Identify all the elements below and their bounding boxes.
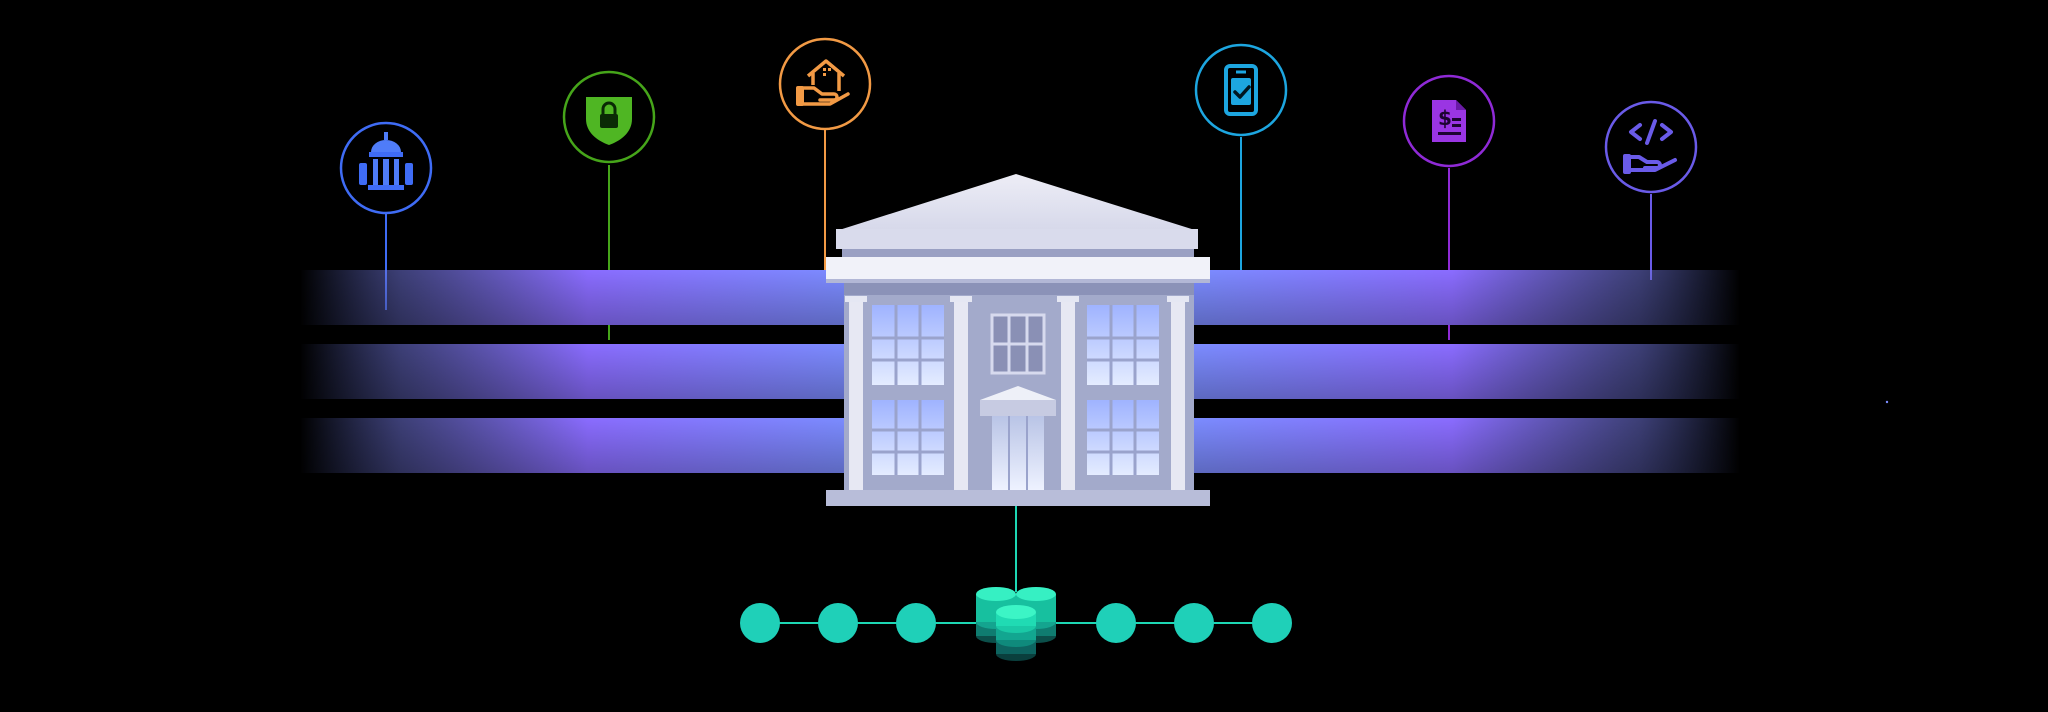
column (954, 302, 968, 492)
entrance-door (992, 416, 1044, 490)
network-node (896, 603, 936, 643)
column (1061, 302, 1075, 492)
window (1087, 400, 1159, 475)
bank-building (826, 174, 1210, 506)
network-node (1096, 603, 1136, 643)
home-in-hand-icon (778, 37, 872, 131)
building-entablature (826, 257, 1210, 281)
mobile-check-icon (1194, 43, 1288, 137)
network-node (818, 603, 858, 643)
security-shield-lock-icon (562, 70, 656, 164)
svg-text:$: $ (1438, 106, 1452, 130)
building-entrance (980, 386, 1056, 490)
window (872, 305, 944, 385)
code-in-hand-icon (1604, 100, 1698, 194)
network-node (740, 603, 780, 643)
government-building-icon (339, 121, 433, 215)
window (1087, 305, 1159, 385)
network-node (1252, 603, 1292, 643)
service-icons: $ (339, 37, 1698, 215)
network-node (1174, 603, 1214, 643)
database-stack-icon (976, 587, 1056, 661)
building-windows (872, 305, 1159, 475)
decorative-dot (1885, 400, 1889, 404)
window (872, 400, 944, 475)
building-roof (836, 174, 1198, 231)
invoice-dollar-icon: $ (1402, 74, 1496, 168)
column (1171, 302, 1185, 492)
column (849, 302, 863, 492)
building-columns (845, 296, 1189, 492)
building-base (826, 490, 1210, 506)
data-network (740, 506, 1292, 661)
